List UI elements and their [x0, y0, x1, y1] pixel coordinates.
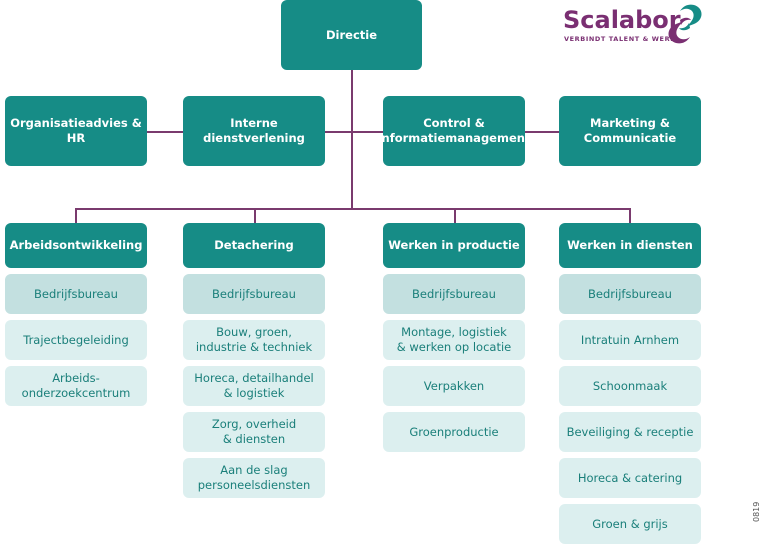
node-directie: Directie — [281, 0, 422, 70]
document-code: 0819 — [752, 501, 761, 522]
unit-box: Groenproductie — [383, 412, 525, 452]
division-werken-in-productie: Werken in productie — [383, 223, 525, 268]
logo-hands-icon — [668, 4, 702, 44]
logo-wordmark: Scalabor — [563, 6, 681, 34]
division-detachering: Detachering — [183, 223, 325, 268]
division-werken-in-diensten: Werken in diensten — [559, 223, 701, 268]
connector-div-1 — [75, 208, 77, 224]
unit-box: Bedrijfsbureau — [183, 274, 325, 314]
unit-box: Montage, logistiek & werken op locatie — [383, 320, 525, 360]
unit-box: Bedrijfsbureau — [383, 274, 525, 314]
logo-tagline: VERBINDT TALENT & WERK — [564, 35, 676, 43]
division-arbeidsontwikkeling: Arbeidsontwikkeling — [5, 223, 147, 268]
node-organisatieadvies-hr: Organisatieadvies & HR — [5, 96, 147, 166]
unit-box: Schoonmaak — [559, 366, 701, 406]
unit-box: Horeca, detailhandel & logistiek — [183, 366, 325, 406]
connector-trunk — [351, 70, 353, 209]
unit-box: Arbeids- onderzoekcentrum — [5, 366, 147, 406]
unit-box: Zorg, overheid & diensten — [183, 412, 325, 452]
unit-box: Intratuin Arnhem — [559, 320, 701, 360]
node-marketing-communicatie: Marketing & Communicatie — [559, 96, 701, 166]
unit-box: Bedrijfsbureau — [559, 274, 701, 314]
unit-box: Horeca & catering — [559, 458, 701, 498]
unit-box: Bouw, groen, industrie & techniek — [183, 320, 325, 360]
node-interne-dienstverlening: Interne dienstverlening — [183, 96, 325, 166]
unit-box: Groen & grijs — [559, 504, 701, 544]
unit-box: Beveiliging & receptie — [559, 412, 701, 452]
scalabor-logo: Scalabor VERBINDT TALENT & WERK — [558, 2, 708, 52]
unit-box: Aan de slag personeelsdiensten — [183, 458, 325, 498]
node-control-informatiemanagement: Control & informatiemanagement — [378, 96, 530, 166]
unit-box: Bedrijfsbureau — [5, 274, 147, 314]
connector-staff-right — [524, 131, 560, 133]
connector-div-3 — [454, 208, 456, 224]
unit-box: Trajectbegeleiding — [5, 320, 147, 360]
unit-box: Verpakken — [383, 366, 525, 406]
connector-div-2 — [254, 208, 256, 224]
connector-div-4 — [629, 208, 631, 224]
connector-divisions — [75, 208, 630, 210]
